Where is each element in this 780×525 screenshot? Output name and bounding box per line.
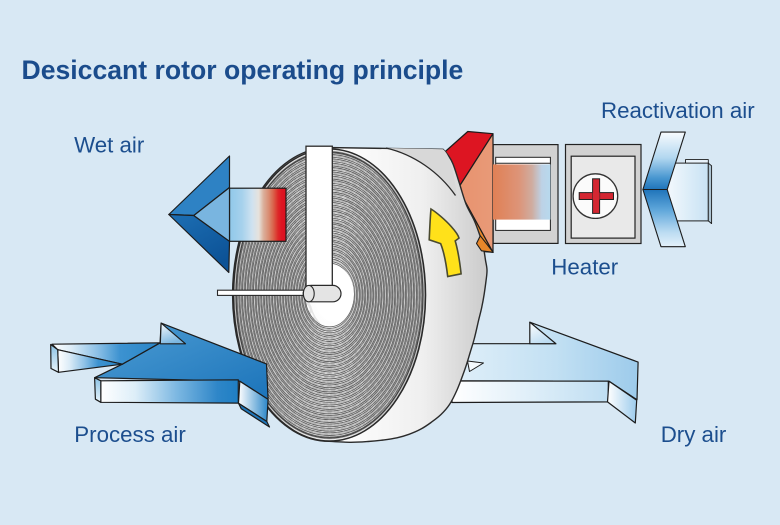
svg-text:Dry air: Dry air	[661, 422, 727, 447]
svg-text:Wet air: Wet air	[74, 132, 145, 157]
svg-text:Process air: Process air	[74, 422, 186, 447]
svg-text:Reactivation air: Reactivation air	[601, 98, 755, 123]
svg-text:Desiccant rotor operating prin: Desiccant rotor operating principle	[22, 55, 464, 85]
svg-text:Heater: Heater	[551, 255, 618, 280]
